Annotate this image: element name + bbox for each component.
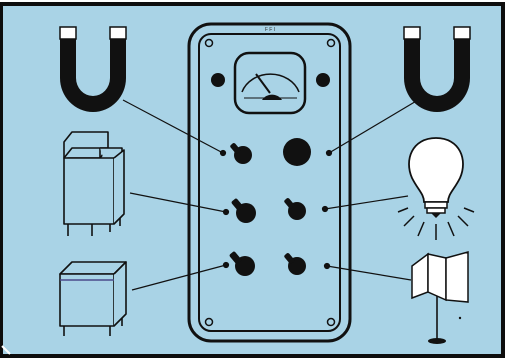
light-bulb-icon [397,137,475,240]
knob-middle-right [284,198,306,220]
screw-top-right [326,38,336,48]
knob-middle-left [231,198,256,223]
control-panel-inner [198,33,341,332]
tall-cabinet-icon [63,131,125,236]
meter-side-button-right [316,73,330,87]
horseshoe-magnet-right-icon [403,26,471,112]
knob-bottom-left [229,251,255,276]
short-cabinet-icon [59,261,127,336]
horseshoe-magnet-left-icon [59,26,127,112]
control-panel: F F I [187,22,352,343]
screw-top-left [204,38,214,48]
meter-side-button-left [211,73,225,87]
screw-bottom-right [326,317,336,327]
control-panel-outer [187,22,352,343]
screw-bottom-left [204,317,214,327]
bottom-left-corner-mark [1,345,11,355]
connector-lines [122,99,419,291]
analog-meter-icon [233,51,307,115]
knob-top-left [230,143,252,164]
folding-screen-icon [411,251,469,344]
knob-top-right-large [283,138,311,166]
panel-label: F F I [265,27,275,33]
knob-bottom-right [284,253,306,275]
